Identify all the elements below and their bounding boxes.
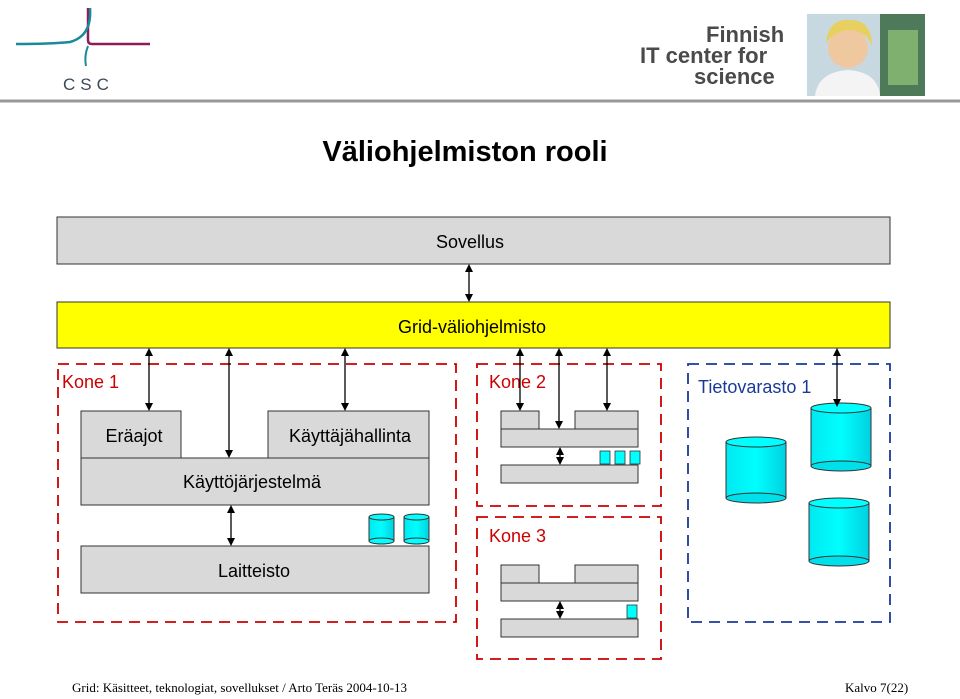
connection-arrows (145, 264, 841, 619)
csc-logo: CSC (15, 7, 150, 94)
machine-2-label: Kone 2 (489, 372, 546, 392)
hardware-label: Laitteisto (218, 561, 290, 581)
machine-2-app-box (574, 410, 639, 430)
machine-2-os-box (500, 428, 639, 448)
footer-text: Grid: Käsitteet, teknologiat, sovellukse… (72, 680, 407, 695)
operating-system-label: Käyttöjärjestelmä (183, 472, 322, 492)
machine-3-label: Kone 3 (489, 526, 546, 546)
machine-2-hardware-box (500, 464, 639, 484)
csc-logo-text: CSC (63, 75, 114, 94)
person-photo-icon (807, 14, 925, 96)
machine-2-border (476, 363, 662, 507)
machine-1-disk-icon (403, 513, 430, 545)
machine-1-disk-icon (368, 513, 395, 545)
batch-jobs-label: Eräajot (105, 426, 162, 446)
machine-3-disk-icon (626, 604, 638, 619)
machine-1-label: Kone 1 (62, 372, 119, 392)
finnish-it-tagline: Finnish IT center for science (640, 22, 784, 89)
machine-3-app-box (500, 564, 540, 584)
user-management-box (267, 410, 430, 459)
machine-3-app-box (574, 564, 639, 584)
storage-cylinder-icon (808, 497, 870, 567)
machine-3-os-box (500, 582, 639, 602)
storage-1-label: Tietovarasto 1 (698, 377, 811, 397)
hardware-box (80, 545, 430, 594)
operating-system-box (80, 457, 430, 506)
machine-2-app-box (500, 410, 540, 430)
storage-1-border (687, 363, 891, 623)
slide-title: Väliohjelmiston rooli (322, 136, 608, 168)
machine-2-disk-icon (599, 450, 641, 465)
storage-cylinder-icon (810, 402, 872, 472)
tagline-line-2: IT center for (640, 43, 768, 68)
batch-jobs-box (80, 410, 182, 459)
machine-1-border (57, 363, 457, 623)
middleware-label: Grid-väliohjelmisto (398, 317, 546, 337)
machine-3-border (476, 516, 662, 660)
user-management-label: Käyttäjähallinta (289, 426, 412, 446)
application-box (56, 216, 891, 265)
storage-cylinder-icon (725, 436, 787, 504)
tagline-line-1: Finnish (706, 22, 784, 47)
tagline-line-3: science (694, 64, 775, 89)
machine-3-hardware-box (500, 618, 639, 638)
slide-number: Kalvo 7(22) (845, 680, 909, 695)
application-label: Sovellus (436, 232, 504, 252)
middleware-box (56, 301, 891, 349)
